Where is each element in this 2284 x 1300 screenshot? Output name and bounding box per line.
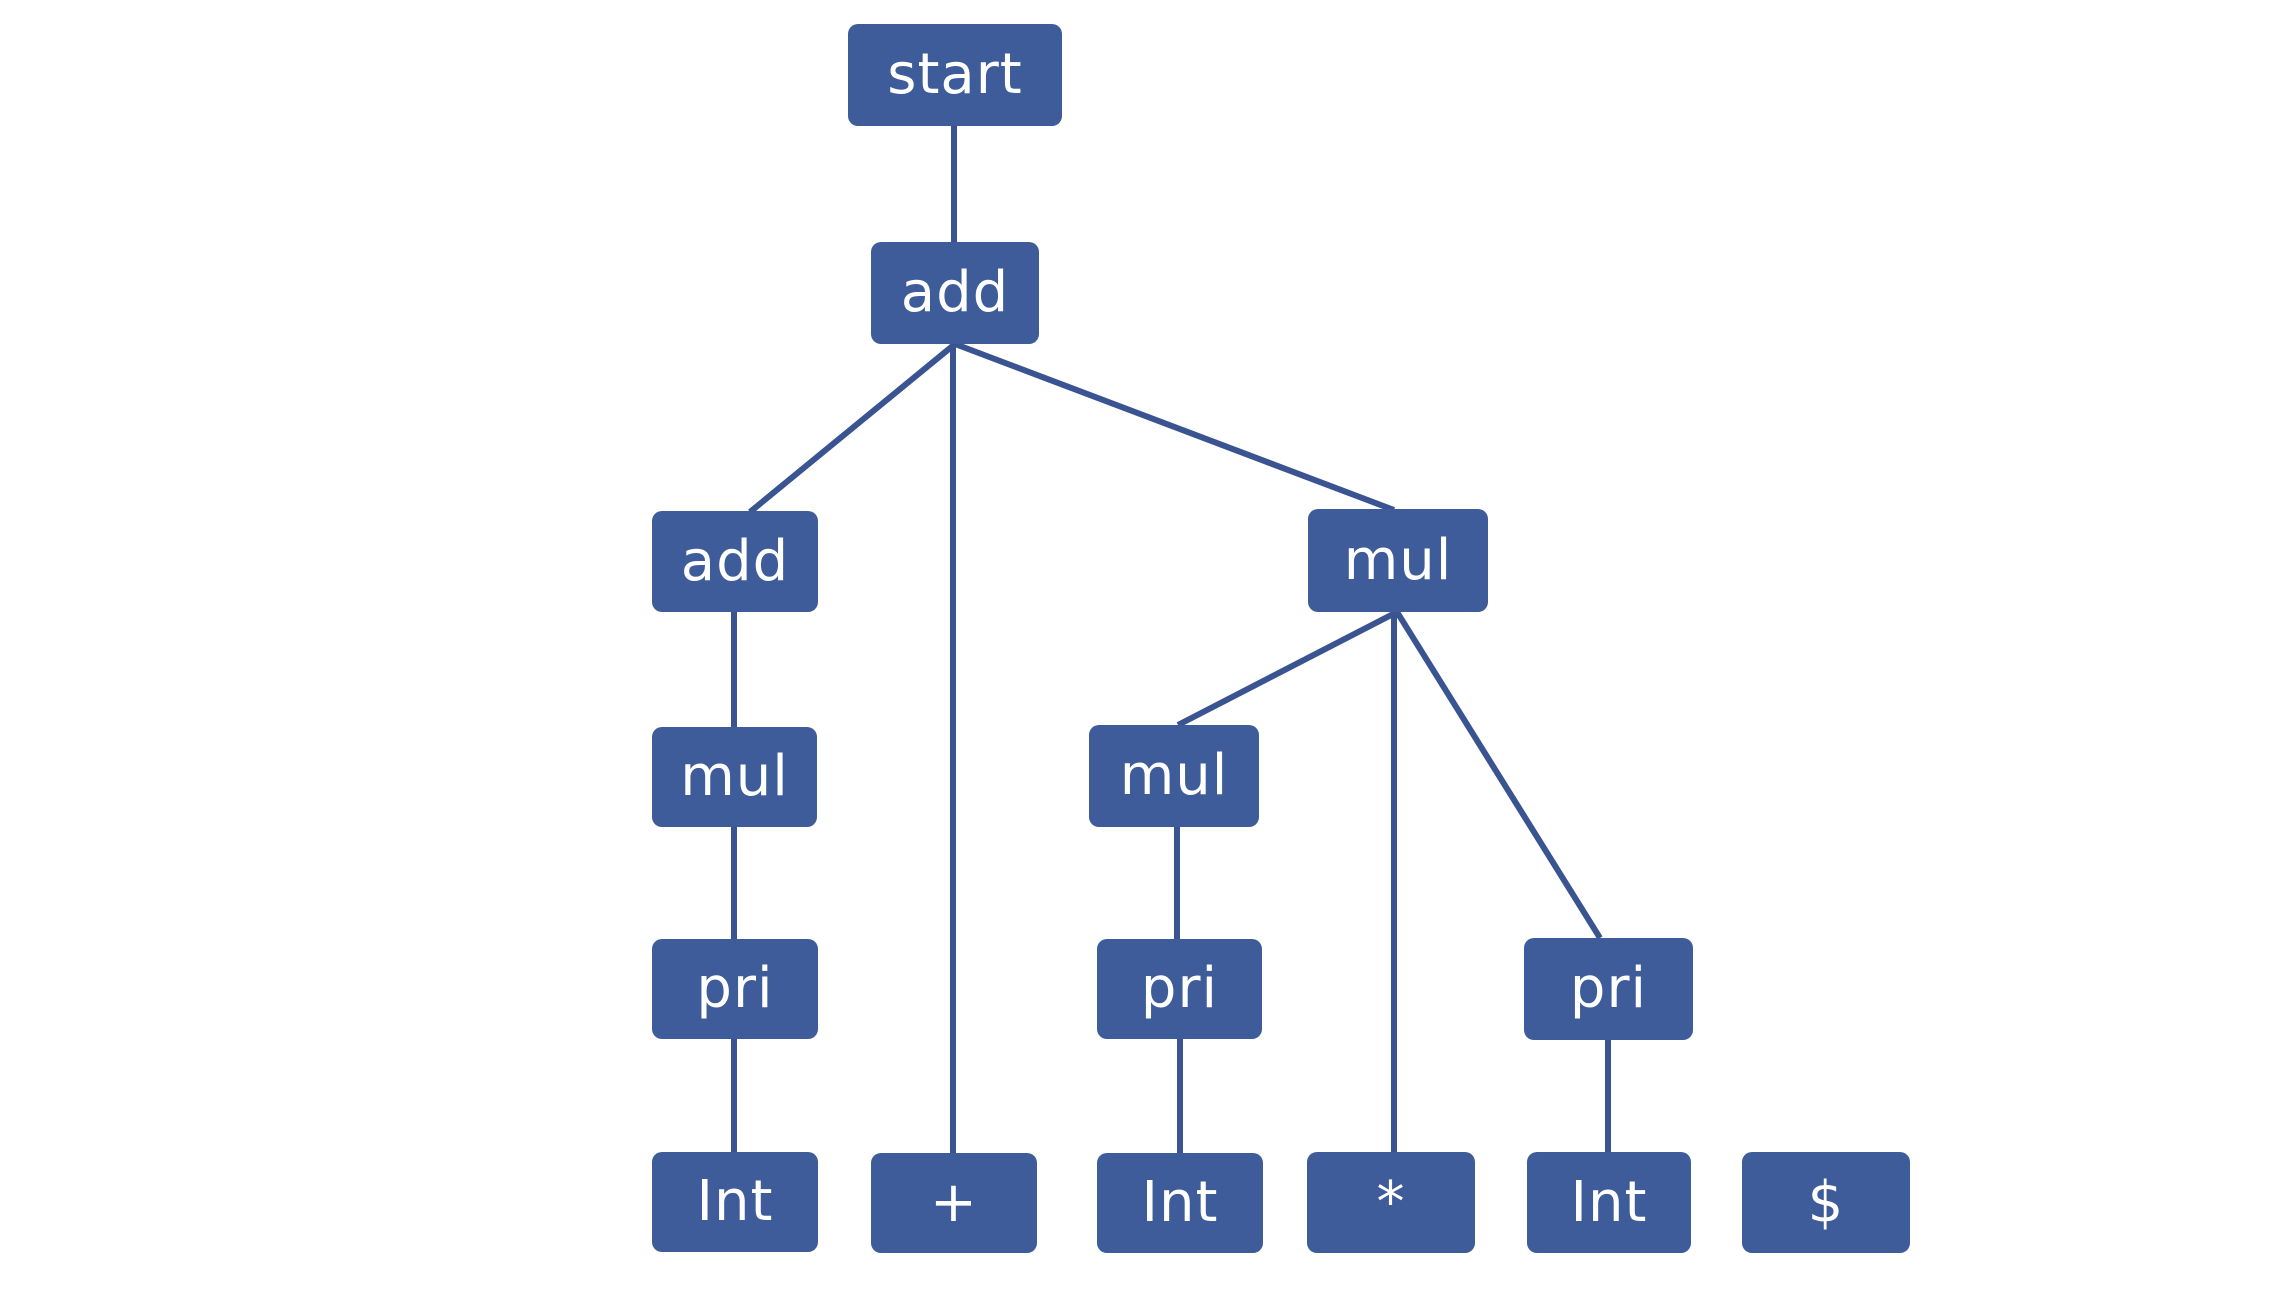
node-label: $ — [1807, 1169, 1845, 1235]
node-pri-right: pri — [1524, 938, 1693, 1040]
node-label: pri — [696, 956, 774, 1021]
node-int-mid: Int — [1097, 1153, 1263, 1253]
node-label: add — [680, 528, 790, 594]
node-label: * — [1376, 1169, 1406, 1235]
node-dollar: $ — [1742, 1152, 1910, 1253]
node-label: mul — [1343, 527, 1453, 593]
node-label: + — [930, 1170, 978, 1235]
node-add-root: add — [871, 242, 1039, 344]
node-plus: + — [871, 1153, 1037, 1253]
edge-mul-right-mul-mid — [1176, 609, 1399, 728]
node-add-left: add — [652, 511, 818, 612]
node-label: pri — [1140, 956, 1219, 1021]
node-label: Int — [696, 1169, 774, 1234]
node-mul-mid: mul — [1089, 725, 1259, 827]
node-int-right: Int — [1527, 1152, 1691, 1253]
edge-mul-right-pri-right — [1394, 610, 1603, 940]
node-star: * — [1307, 1152, 1475, 1253]
node-label: pri — [1569, 956, 1648, 1021]
node-mul-left: mul — [652, 727, 817, 827]
node-pri-left: pri — [652, 939, 818, 1039]
node-label: start — [887, 42, 1023, 107]
node-mul-right: mul — [1308, 509, 1488, 612]
node-label: Int — [1141, 1170, 1219, 1235]
node-pri-mid: pri — [1097, 939, 1262, 1039]
edge-add-root-mul-right — [953, 341, 1396, 513]
node-label: Int — [1570, 1169, 1648, 1235]
node-label: mul — [680, 744, 789, 809]
node-start: start — [848, 24, 1062, 126]
node-label: mul — [1119, 743, 1229, 808]
edge-add-root-add-left — [748, 341, 957, 515]
node-int-left: Int — [652, 1152, 818, 1252]
node-label: add — [900, 260, 1010, 325]
